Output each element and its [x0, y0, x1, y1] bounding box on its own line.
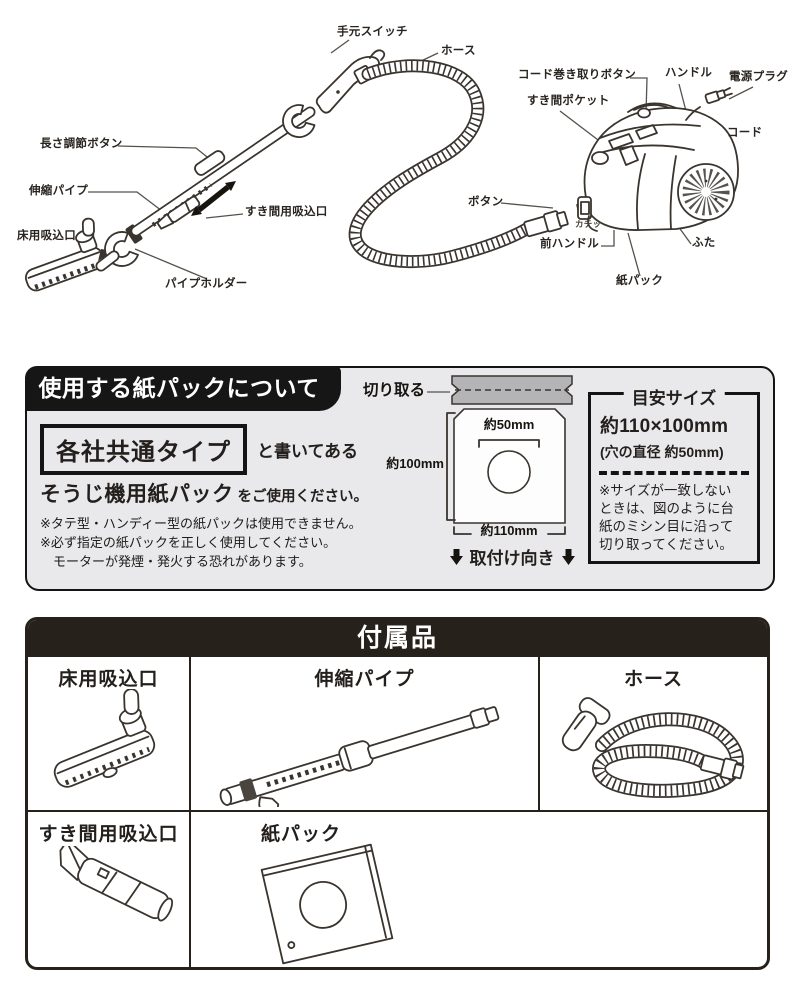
label-pipe-holder: パイプホルダー [165, 278, 248, 290]
cut-strip [451, 375, 573, 405]
floor-nozzle-art [24, 217, 113, 292]
slide-arrow [191, 181, 236, 216]
label-crevice-nozzle: すき間用吸込口 [245, 206, 328, 218]
down-arrow-icon [449, 548, 463, 565]
hose-illustration [561, 697, 745, 798]
accessories-row-2: すき間用吸込口 紙パック [28, 812, 767, 967]
dim-hole-label: 約50mm [483, 417, 535, 432]
telescopic-pipe-illustration [219, 706, 500, 807]
cell-label-floor-nozzle: 床用吸込口 [58, 669, 159, 690]
label-power-plug: 電源プラグ [729, 71, 788, 83]
label-hose: ホース [441, 45, 476, 57]
size-guide-note: ※サイズが一致しない ときは、図のように台 紙のミシン目に沿って 切り取ってくだ… [599, 483, 734, 553]
label-crevice-pocket: すき間ポケット [527, 95, 610, 107]
label-front-handle: 前ハンドル [540, 238, 599, 250]
common-type-box: 各社共通タイプ [40, 424, 247, 475]
cut-label: 切り取る [363, 382, 426, 399]
accessories-title: 付属品 [28, 620, 767, 657]
orientation-label: 取付け向き [469, 549, 555, 568]
label-paper-pack: 紙パック [616, 275, 664, 287]
cell-label-telescopic-pipe: 伸縮パイプ [314, 669, 415, 690]
usage-bold: そうじ機用紙パック [40, 483, 234, 506]
cell-crevice-nozzle: すき間用吸込口 [28, 812, 191, 967]
label-cord-rewind-button: コード巻き取りボタン [518, 69, 636, 81]
cell-telescopic-pipe: 伸縮パイプ [191, 657, 540, 810]
paper-pack-illustration [260, 843, 394, 965]
label-floor-nozzle: 床用吸込口 [17, 230, 76, 242]
label-click-sound: カチッ [575, 219, 602, 229]
cell-label-crevice-nozzle: すき間用吸込口 [38, 824, 179, 845]
label-handle: ハンドル [665, 67, 713, 79]
section-title: 使用する紙パックについて [24, 365, 341, 411]
power-plug-art [704, 87, 733, 104]
size-guide-hole: (穴の直径 約50mm) [600, 444, 724, 460]
common-type-row: 各社共通タイプ と書いてある [40, 424, 358, 475]
common-type-suffix: と書いてある [257, 442, 358, 461]
parts-diagram: 手元スイッチ ホース コード巻き取りボタン ハンドル 電源プラグ すき間ポケット… [0, 0, 800, 350]
size-guide-size: 約110×100mm [600, 416, 729, 437]
dim-height-label: 約100mm [386, 456, 444, 471]
label-button: ボタン [468, 196, 504, 208]
vacuum-body-art [577, 87, 739, 232]
hand-switch-art [315, 49, 386, 114]
paper-pack-section: 使用する紙パックについて 各社共通タイプ と書いてある そうじ機用紙パック をご… [24, 365, 775, 591]
size-guide-title: 目安サイズ [623, 384, 725, 409]
hose-art [348, 59, 537, 269]
label-hand-switch: 手元スイッチ [337, 26, 408, 38]
cell-paper-pack: 紙パック [191, 812, 767, 967]
cell-label-hose: ホース [623, 669, 684, 690]
cell-hose: ホース [540, 657, 767, 810]
accessories-table: 付属品 床用吸込口 [25, 617, 770, 970]
accessories-row-1: 床用吸込口 伸縮パイプ [28, 657, 767, 812]
vacuum-line-art [24, 39, 754, 292]
usage-row: そうじ機用紙パック をご使用ください。 [40, 478, 368, 508]
pack-cut-diagram [427, 375, 573, 535]
label-lid: ふた [692, 237, 716, 249]
down-arrow-icon [561, 548, 575, 565]
pack-notes: ※タテ型・ハンディー型の紙パックは使用できません。 ※必ず指定の紙パックを正しく… [40, 516, 362, 569]
pack-hole [487, 450, 531, 494]
label-cord: コード [727, 127, 763, 139]
size-guide-box: 目安サイズ 約110×100mm (穴の直径 約50mm) ※サイズが一致しない… [588, 384, 760, 564]
crevice-nozzle-illustration [59, 846, 174, 922]
dim-width-label: 約110mm [480, 523, 538, 538]
dashed-divider [599, 471, 749, 475]
usage-suffix: をご使用ください。 [237, 489, 369, 505]
orientation-row: 取付け向き [425, 544, 599, 569]
label-length-adjust-button: 長さ調節ボタン [40, 138, 123, 150]
label-telescopic-pipe: 伸縮パイプ [29, 185, 88, 197]
crevice-nozzle-art [156, 195, 201, 230]
floor-nozzle-illustration [53, 689, 156, 788]
cell-floor-nozzle: 床用吸込口 [28, 657, 191, 810]
cell-label-paper-pack: 紙パック [261, 824, 342, 845]
